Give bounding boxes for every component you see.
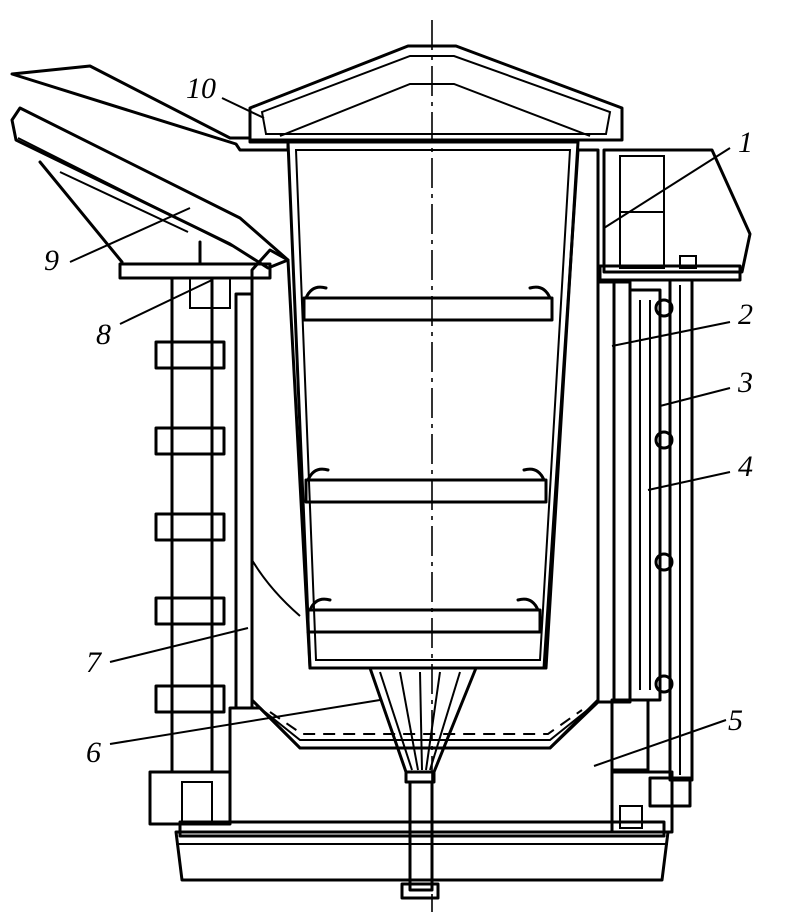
right-brick-wall <box>596 280 616 704</box>
right-inductor <box>610 278 694 782</box>
left-brick-wall <box>234 292 254 710</box>
right-flange <box>598 148 752 282</box>
callout-4: 4 <box>738 450 753 483</box>
leader-lines <box>69 97 731 767</box>
internal-trays <box>302 285 554 634</box>
lid <box>248 44 624 142</box>
callout-6: 6 <box>86 736 101 769</box>
callout-10: 10 <box>186 72 216 105</box>
callout-1: 1 <box>738 126 753 159</box>
charging-chute <box>10 64 290 270</box>
callout-2: 2 <box>738 298 753 331</box>
callout-7: 7 <box>86 646 103 679</box>
bottom-funnel <box>368 666 478 900</box>
base-plate <box>174 830 670 882</box>
left-support-column <box>154 276 226 774</box>
callout-9: 9 <box>44 244 59 277</box>
left-flange <box>118 240 272 309</box>
bottom-brick-row <box>178 820 666 838</box>
crucible <box>286 140 580 670</box>
callout-3: 3 <box>737 366 753 399</box>
callout-8: 8 <box>96 318 111 351</box>
callout-labels: 1 2 3 4 5 6 7 8 9 10 <box>44 72 753 769</box>
callout-5: 5 <box>728 704 743 737</box>
